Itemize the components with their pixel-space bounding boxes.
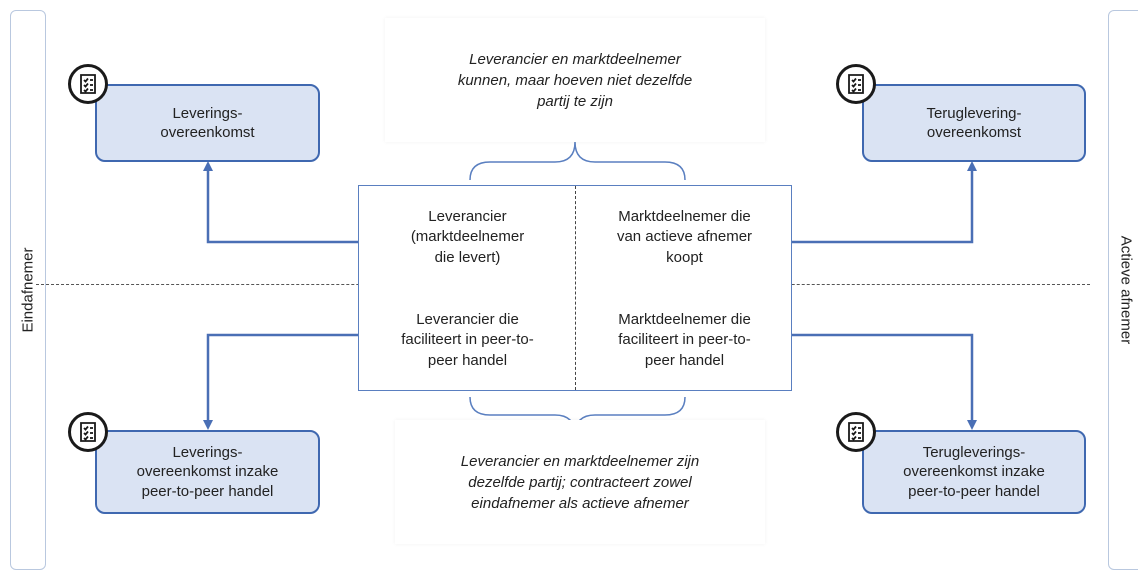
contract-box-levering-p2p: Leverings- overeenkomst inzake peer-to-p… <box>95 430 320 514</box>
connector-arrows <box>203 141 977 436</box>
note-bottom: Leverancier en marktdeelnemer zijn dezel… <box>395 420 765 544</box>
side-panel-eindafnemer: Eindafnemer <box>10 10 46 570</box>
contract-document-icon <box>68 412 108 452</box>
side-panel-actieve-afnemer: Actieve afnemer <box>1108 10 1138 570</box>
table-cell-marktdeelnemer-koopt-text: Marktdeelnemer die van actieve afnemer k… <box>616 208 753 266</box>
contract-box-levering-label: Leverings- overeenkomst <box>160 104 255 142</box>
table-cell-marktdeelnemer-koopt: Marktdeelnemer die van actieve afnemer k… <box>576 186 793 289</box>
note-bottom-text: Leverancier en marktdeelnemer zijn dezel… <box>460 452 700 512</box>
table-cell-leverancier: Leverancier (marktdeelnemer die levert) <box>359 186 576 289</box>
table-cell-marktdeelnemer-p2p: Marktdeelnemer die faciliteert in peer-t… <box>576 289 793 392</box>
note-top: Leverancier en marktdeelnemer kunnen, ma… <box>385 18 765 142</box>
table-cell-marktdeelnemer-p2p-text: Marktdeelnemer die faciliteert in peer-t… <box>618 311 751 369</box>
contract-box-teruglevering: Teruglevering- overeenkomst <box>862 84 1086 162</box>
contract-document-icon <box>836 64 876 104</box>
contract-box-levering-p2p-label: Leverings- overeenkomst inzake peer-to-p… <box>136 443 279 500</box>
contract-box-teruglevering-p2p: Terugleverings- overeenkomst inzake peer… <box>862 430 1086 514</box>
contract-document-icon <box>68 64 108 104</box>
table-cell-leverancier-text: Leverancier (marktdeelnemer die levert) <box>410 208 525 266</box>
party-table: Leverancier (marktdeelnemer die levert) … <box>358 185 792 391</box>
contract-box-teruglevering-p2p-label: Terugleverings- overeenkomst inzake peer… <box>903 443 1045 500</box>
table-vertical-divider <box>575 186 576 390</box>
contract-box-teruglevering-label: Teruglevering- overeenkomst <box>926 104 1022 142</box>
note-top-text: Leverancier en marktdeelnemer kunnen, ma… <box>457 50 693 110</box>
contract-document-icon <box>836 412 876 452</box>
contract-box-levering: Leverings- overeenkomst <box>95 84 320 162</box>
table-cell-leverancier-p2p: Leverancier die faciliteert in peer-to- … <box>359 289 576 392</box>
table-cell-leverancier-p2p-text: Leverancier die faciliteert in peer-to- … <box>401 311 534 369</box>
